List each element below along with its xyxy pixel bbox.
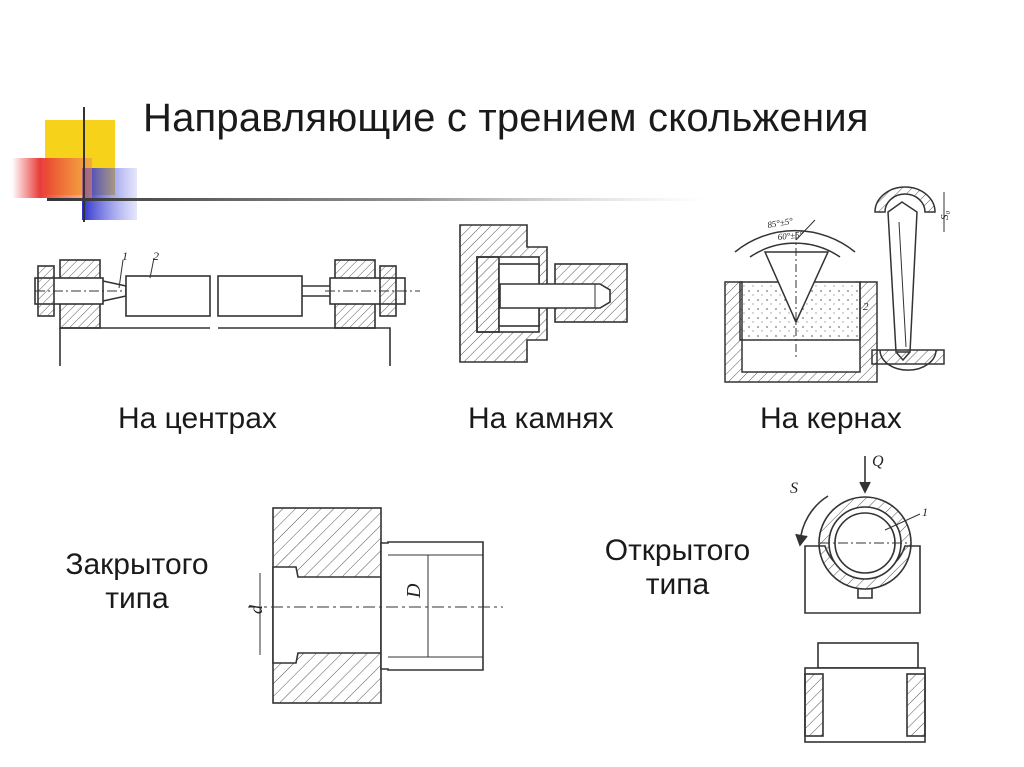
callout-1-open: 1 — [922, 505, 928, 519]
label-closed-line2: типа — [105, 582, 169, 615]
centers-drawing: 1 2 — [34, 249, 420, 366]
slide-title: Направляющие с трением скольжения — [143, 96, 869, 140]
callout-2-cores: 2 — [863, 301, 869, 313]
angle-85: 85°±5° — [767, 216, 794, 230]
callout-q: Q — [872, 453, 884, 470]
label-open-type: Открытого типа — [590, 534, 765, 602]
callout-s: S — [790, 480, 798, 497]
label-closed-line1: Закрытого — [65, 548, 209, 581]
label-open-line2: типа — [645, 568, 710, 601]
label-cores: На кернах — [760, 402, 902, 435]
dim-s0: S₀ — [939, 211, 951, 221]
label-stones: На камнях — [468, 402, 614, 435]
stones-drawing — [459, 224, 628, 363]
label-closed-type: Закрытого типа — [52, 548, 222, 616]
red-square — [12, 158, 92, 198]
dim-D: D — [403, 583, 425, 599]
closed-type-drawing: d D — [246, 507, 503, 704]
open-type-drawing: Q S 1 — [790, 453, 928, 743]
angle-60: 60°±5° — [777, 229, 804, 242]
dim-d: d — [246, 604, 266, 614]
title-rule — [47, 198, 707, 201]
cores-drawing: 85°±5° 60°±5° 2 S₀ — [724, 186, 951, 383]
callout-2: 2 — [153, 249, 159, 263]
label-open-line1: Открытого — [604, 534, 751, 567]
callout-1: 1 — [122, 249, 128, 263]
label-centers: На центрах — [118, 402, 277, 435]
